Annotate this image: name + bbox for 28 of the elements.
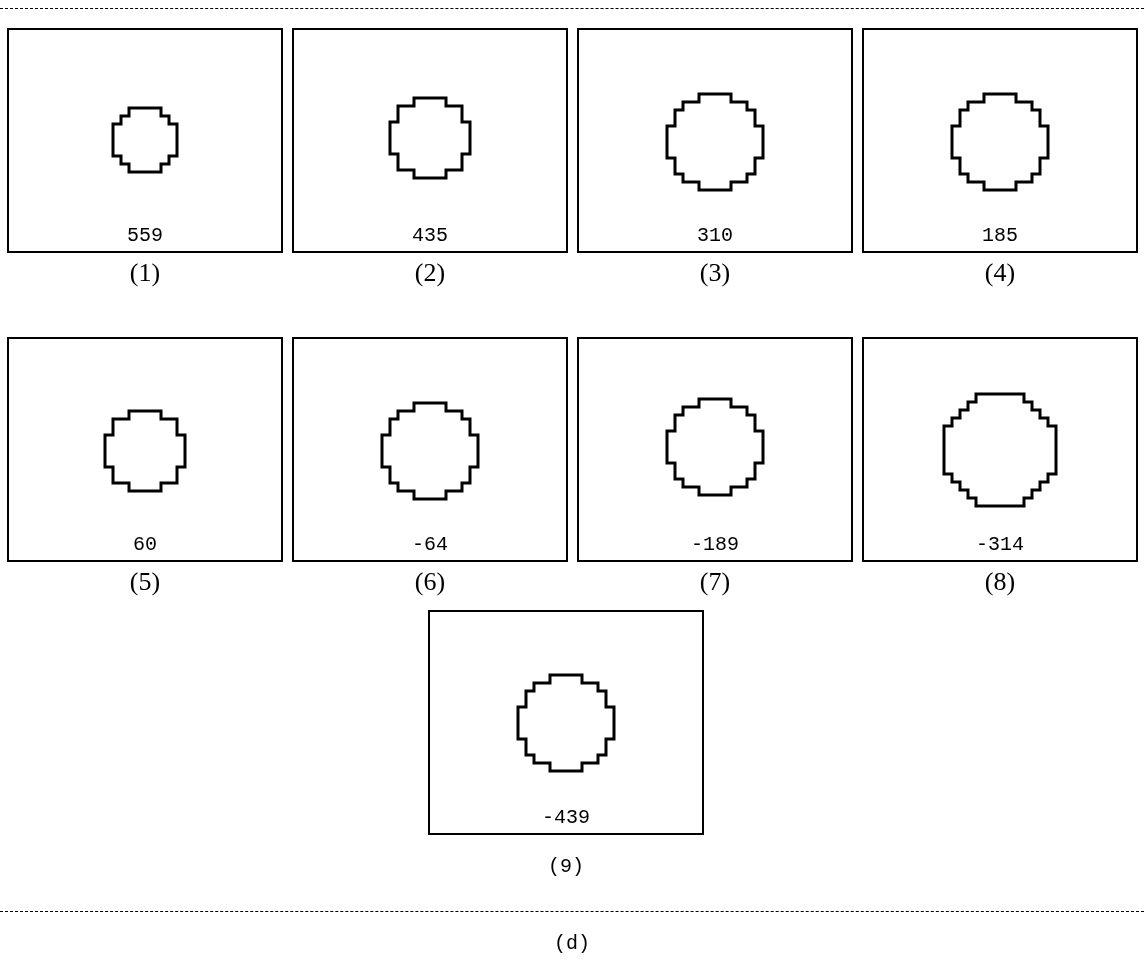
value-label: 60 [133,534,157,556]
panel-box [428,610,704,835]
panel-box [862,337,1138,562]
value-label: 559 [127,225,163,247]
panel-caption: (6) [413,568,447,596]
panel-box [7,28,283,253]
figure-caption: (d) [553,931,591,957]
panel-box [7,337,283,562]
value-label: -64 [412,534,448,556]
panel-caption: (9) [547,854,585,880]
value-label: -314 [976,534,1024,556]
panel-caption: (3) [698,259,732,287]
value-label: -189 [691,534,739,556]
value-label: -439 [542,807,590,829]
panel-caption: (1) [128,259,162,287]
panel-box [577,337,853,562]
value-label: 185 [982,225,1018,247]
panel-caption: (8) [983,568,1017,596]
panel-caption: (7) [698,568,732,596]
panel-caption: (4) [983,259,1017,287]
panel-box [862,28,1138,253]
panel-box [577,28,853,253]
panel-box [292,28,568,253]
panel-caption: (5) [128,568,162,596]
value-label: 310 [697,225,733,247]
panel-caption: (2) [413,259,447,287]
value-label: 435 [412,225,448,247]
panel-box [292,337,568,562]
